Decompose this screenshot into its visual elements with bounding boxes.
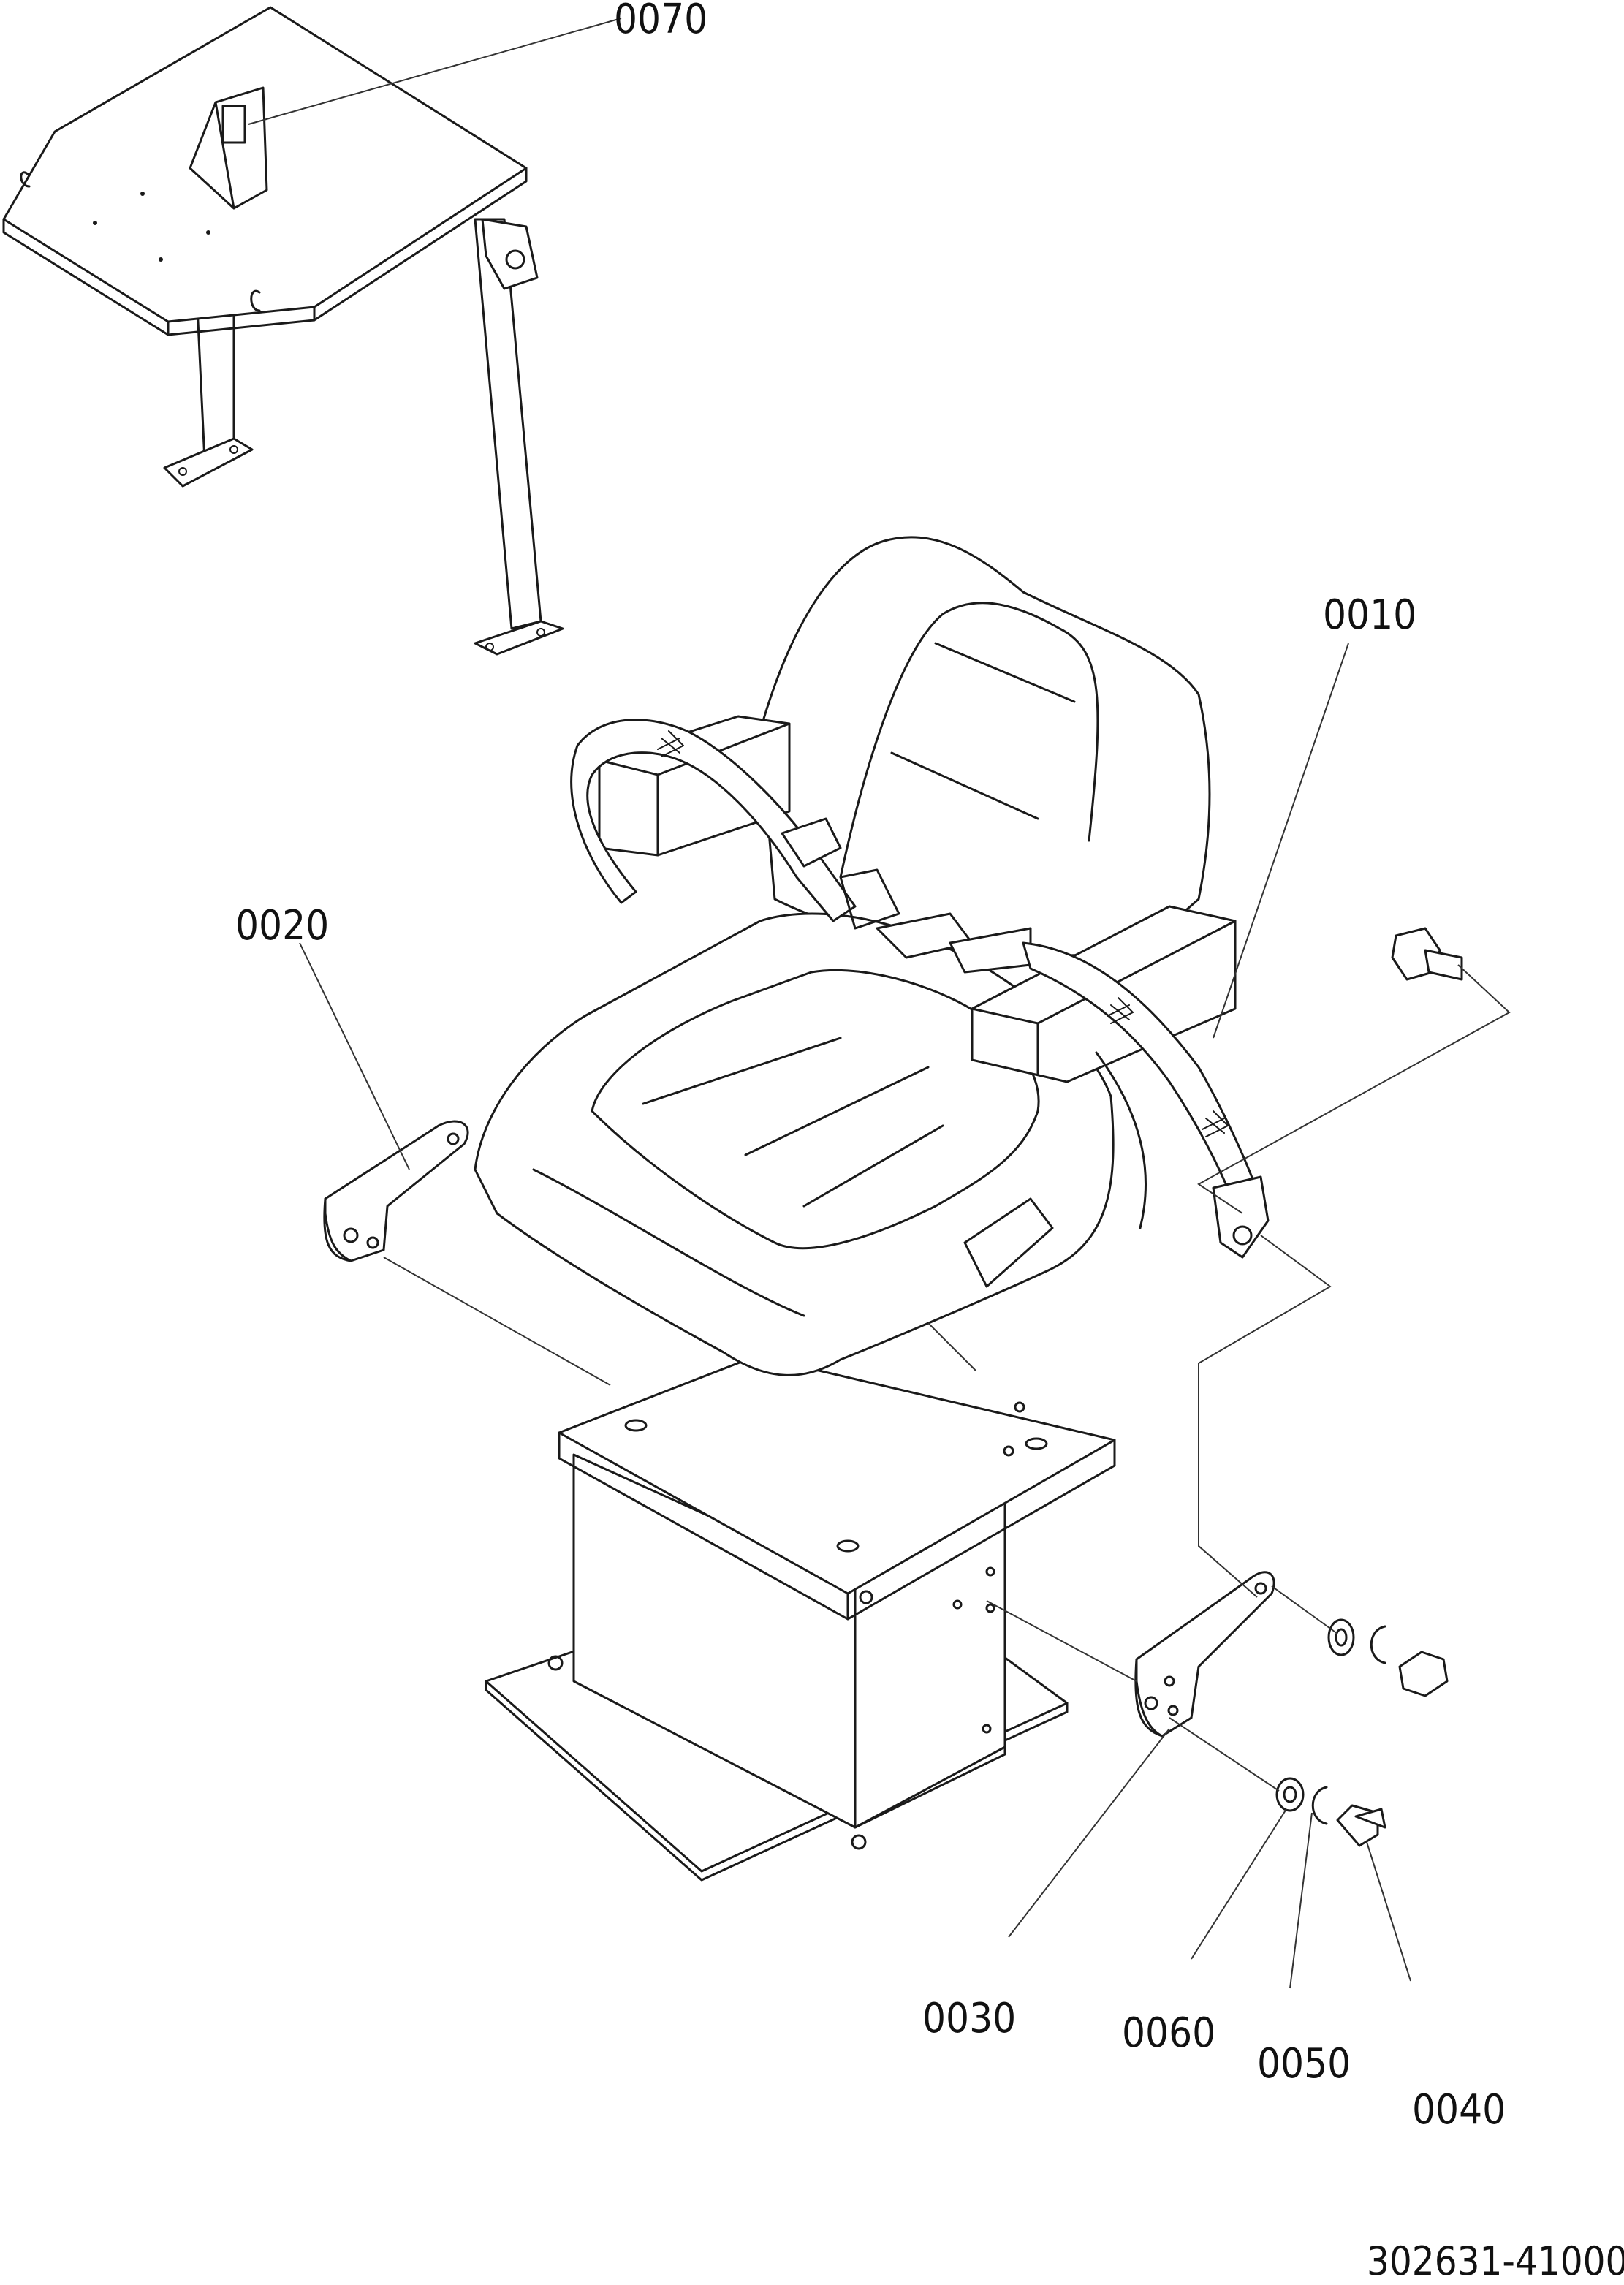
callout-0040: 0040 [1412,2086,1506,2134]
leader-lines [248,18,1511,1989]
seat-assembly [474,536,1237,1882]
bolt-part-0040 [1336,1804,1386,1847]
callout-0020: 0020 [235,902,329,950]
callout-0070: 0070 [614,0,707,43]
lock-washer-part-0050 [1311,1786,1328,1825]
washer-nut-upper [1327,1618,1449,1697]
console-table-part-0070 [2,6,564,656]
callout-0060: 0060 [1122,2009,1215,2057]
washer-part-0060 [1275,1777,1305,1812]
bolt-upper [1391,927,1463,981]
bracket-part-0020 [323,1120,469,1262]
seat-belt-part-0010 [570,719,1270,1259]
callout-0030: 0030 [922,1995,1016,2042]
bracket-part-0030 [1134,1571,1275,1738]
callout-0010: 0010 [1323,591,1416,639]
callout-0050: 0050 [1257,2040,1351,2088]
drawing-number: 302631-41000 [1367,2238,1624,2284]
